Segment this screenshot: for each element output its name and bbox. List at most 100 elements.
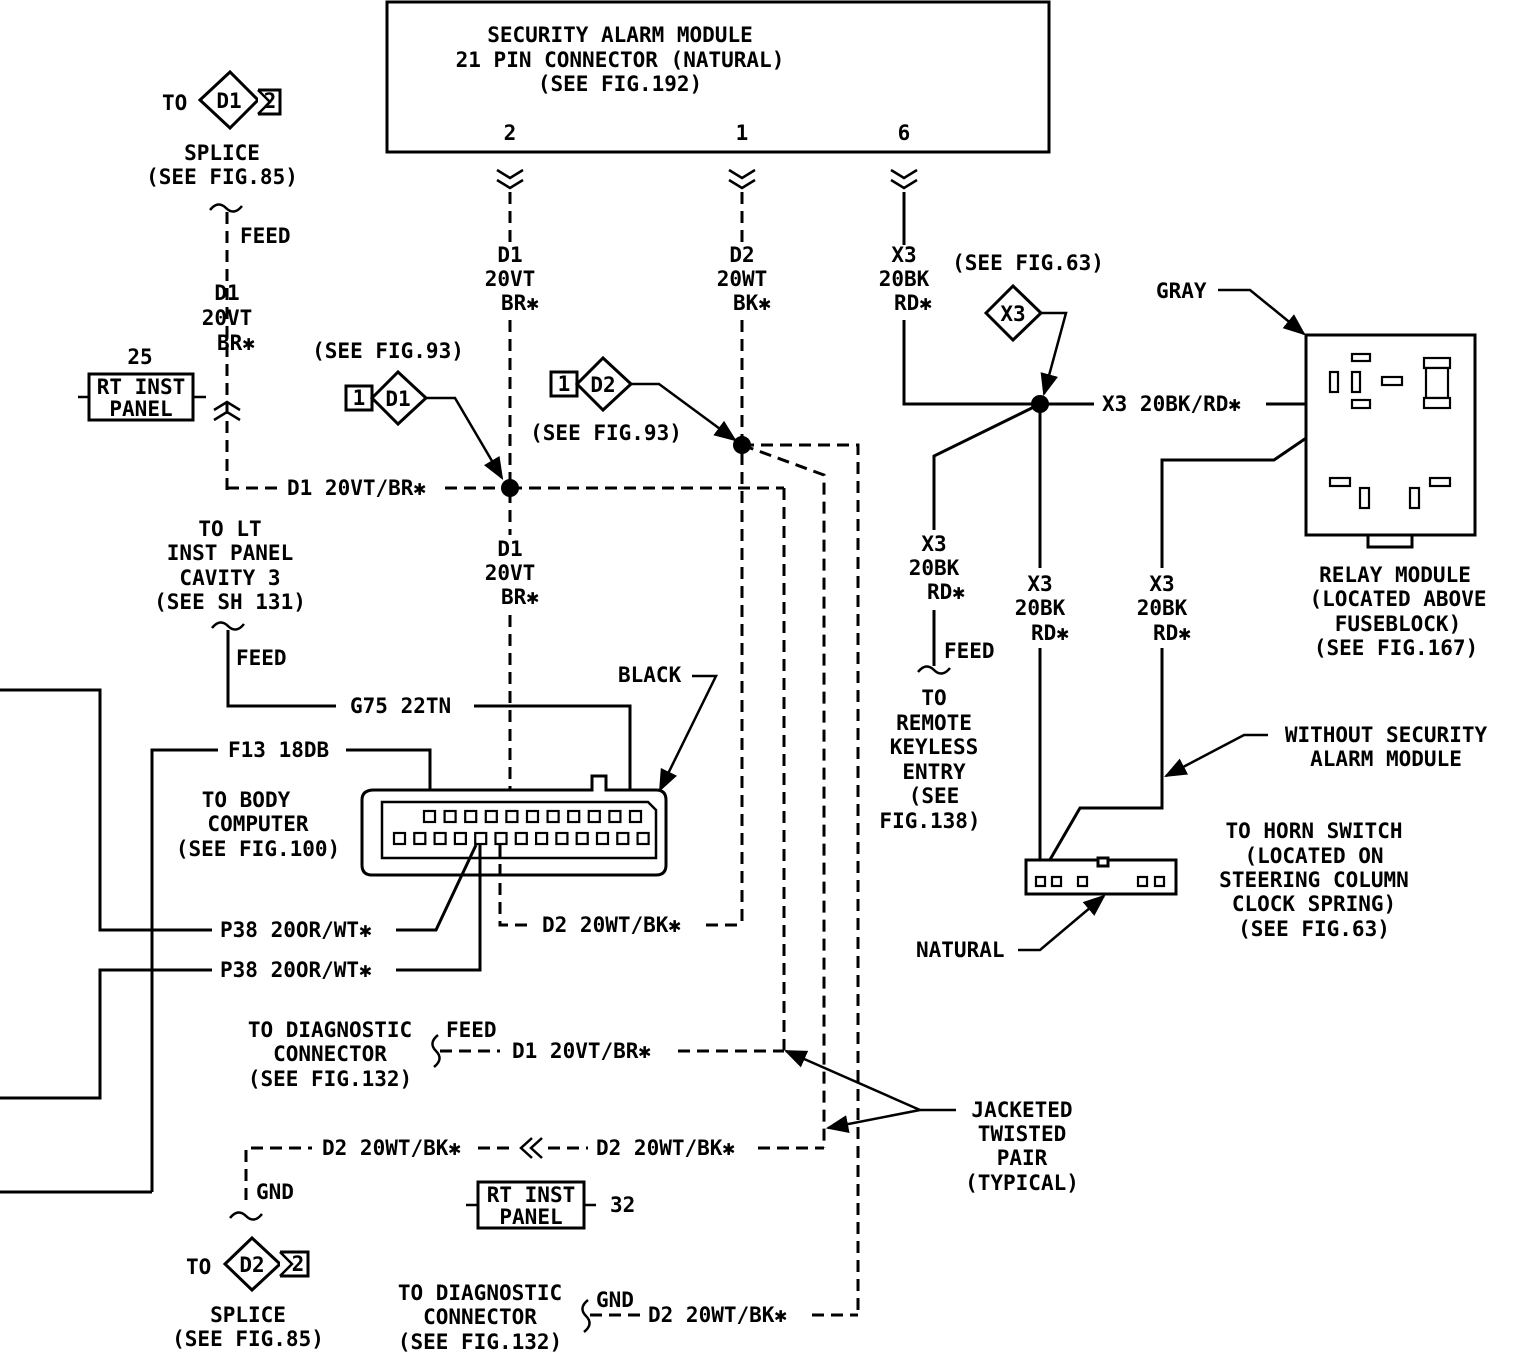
svg-text:(LOCATED ABOVE: (LOCATED ABOVE [1309,587,1486,611]
svg-text:RD✱: RD✱ [1031,621,1069,645]
svg-text:REMOTE: REMOTE [896,711,972,735]
svg-text:FUSEBLOCK): FUSEBLOCK) [1335,612,1461,636]
connector-cavity [575,831,589,846]
svg-text:2: 2 [264,89,277,113]
d2-flag: 1 D2 (SEE FIG.93) [530,355,737,445]
connector-cavity [453,831,467,846]
svg-text:TO: TO [921,686,946,710]
connector-cavity [443,809,457,824]
svg-text:D2 20WT/BK✱: D2 20WT/BK✱ [596,1136,735,1160]
svg-text:TWISTED: TWISTED [978,1122,1067,1146]
module-pin-1: 1 [736,121,749,145]
connector-cavity [595,831,610,846]
svg-text:PANEL: PANEL [109,397,172,421]
svg-text:SPLICE: SPLICE [210,1303,286,1327]
svg-text:ALARM MODULE: ALARM MODULE [1310,747,1462,771]
svg-text:NATURAL: NATURAL [916,938,1005,962]
splice-d1-top: TO D1 2 SPLICE (SEE FIG.85) FEED D1 20VT… [146,69,298,490]
connector-cavity [616,831,630,846]
splice-d2-bottom: TO D2 2 SPLICE (SEE FIG.85) [172,1235,324,1351]
lt-inst-panel: TO LT INST PANEL CAVITY 3 (SEE SH 131) F… [154,517,632,812]
connector-cavity [422,809,437,824]
svg-text:D1: D1 [497,537,522,561]
svg-text:20BK: 20BK [909,556,960,580]
svg-text:FEED: FEED [240,224,291,248]
d1-flag: (SEE FIG.93) 1 D1 [312,339,504,480]
svg-text:D2 20WT/BK✱: D2 20WT/BK✱ [322,1136,461,1160]
wire-d1-label: D1 20VT/BR✱ [287,476,426,500]
connector-cavity [505,809,519,824]
without-security-label: WITHOUT SECURITY ALARM MODULE [1164,723,1487,778]
body-computer-label: TO BODY COMPUTER (SEE FIG.100) [176,788,340,861]
svg-text:JACKETED: JACKETED [971,1098,1072,1122]
connector-cavity [474,831,488,846]
diagnostic-connector-1: TO DIAGNOSTIC CONNECTOR (SEE FIG.132) FE… [248,1018,784,1091]
svg-text:STEERING COLUMN: STEERING COLUMN [1219,868,1409,892]
svg-text:COMPUTER: COMPUTER [207,812,309,836]
f13-label: F13 18DB [228,738,329,762]
svg-text:20VT: 20VT [485,267,536,291]
svg-text:CLOCK SPRING): CLOCK SPRING) [1232,892,1396,916]
svg-text:D1: D1 [216,89,241,113]
svg-text:(SEE: (SEE [909,784,960,808]
svg-text:PAIR: PAIR [997,1146,1048,1170]
connector-cavity [628,809,643,824]
rt-inst-panel-32: RT INST PANEL 32 [466,1180,635,1230]
d2-twisted-bottom: D2 20WT/BK✱ D2 20WT/BK✱ GND [229,1136,824,1221]
body-computer-connector [360,774,668,877]
svg-text:BR✱: BR✱ [501,585,539,609]
svg-text:20BK: 20BK [1137,596,1188,620]
svg-text:FEED: FEED [236,646,287,670]
svg-text:RD✱: RD✱ [894,291,932,315]
svg-text:RD✱: RD✱ [927,580,965,604]
connector-cavity [433,831,447,846]
svg-text:FEED: FEED [446,1018,497,1042]
x3-keyless-wire: X3 20BK RD✱ FEED [909,532,995,675]
svg-text:BK✱: BK✱ [733,291,771,315]
svg-text:TO: TO [186,1255,211,1279]
connector-cavity [514,831,528,846]
svg-text:D1 20VT/BR✱: D1 20VT/BR✱ [512,1039,651,1063]
svg-text:X3: X3 [1027,572,1052,596]
svg-text:(SEE FIG.93): (SEE FIG.93) [530,421,682,445]
svg-text:FEED: FEED [944,639,995,663]
svg-text:X3: X3 [1000,302,1025,326]
svg-text:(SEE FIG.93): (SEE FIG.93) [312,339,464,363]
svg-text:25: 25 [127,345,152,369]
rt-inst-panel-25: 25 RT INST PANEL [78,345,206,422]
svg-text:TO: TO [162,91,187,115]
svg-text:(SEE FIG.63): (SEE FIG.63) [952,251,1104,275]
svg-text:(SEE FIG.85): (SEE FIG.85) [146,165,298,189]
svg-text:BR✱: BR✱ [217,331,255,355]
svg-text:(SEE FIG.167): (SEE FIG.167) [1314,636,1478,660]
horn-switch-connector: NATURAL [916,856,1178,962]
svg-text:(TYPICAL): (TYPICAL) [965,1171,1079,1195]
svg-text:D2: D2 [590,373,615,397]
svg-text:(SEE FIG.63): (SEE FIG.63) [1238,917,1390,941]
svg-text:(SEE FIG.132): (SEE FIG.132) [398,1330,562,1354]
connector-cavity [464,809,478,824]
pin6-wire: X3 20BK RD✱ [879,192,1040,406]
svg-text:GRAY: GRAY [1156,279,1207,303]
black-label: BLACK [618,663,682,687]
connector-cavity [567,809,581,824]
svg-text:FIG.138): FIG.138) [879,809,980,833]
connector-cavity [525,809,540,824]
connector-cavity [494,831,508,846]
module-connector: 21 PIN CONNECTOR (NATURAL) [456,48,785,72]
svg-text:RT INST: RT INST [487,1183,576,1207]
remote-keyless-label: TO REMOTE KEYLESS ENTRY (SEE FIG.138) [879,686,980,833]
connector-cavity [534,831,549,846]
security-alarm-module: SECURITY ALARM MODULE 21 PIN CONNECTOR (… [385,0,1051,154]
svg-text:20BK: 20BK [879,267,930,291]
svg-text:CONNECTOR: CONNECTOR [273,1042,387,1066]
connector-cavity [484,809,498,824]
connector-cavity [608,809,622,824]
p38-label-b: P38 20OR/WT✱ [220,958,372,982]
svg-text:(SEE FIG.100): (SEE FIG.100) [176,837,340,861]
horn-switch-label: TO HORN SWITCH (LOCATED ON STEERING COLU… [1219,819,1409,941]
x3-splice: X3 20BK/RD✱ [932,392,1356,870]
svg-text:CAVITY 3: CAVITY 3 [179,566,280,590]
svg-text:BR✱: BR✱ [501,291,539,315]
